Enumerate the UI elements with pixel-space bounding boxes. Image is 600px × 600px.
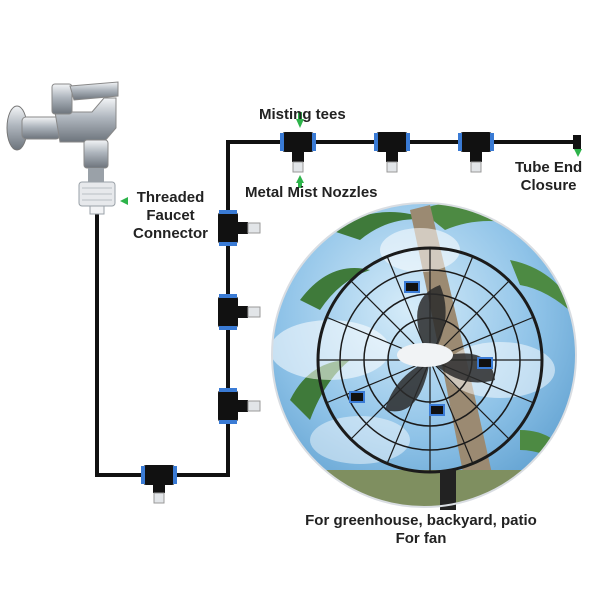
threaded-connector-icon xyxy=(78,181,116,215)
caption-line2: For fan xyxy=(395,530,447,547)
arrow-threaded-connector xyxy=(120,197,128,205)
label-tube-end-line1: Tube End xyxy=(515,159,583,176)
faucet-icon xyxy=(6,81,119,182)
label-threaded-connector-line1: Threaded xyxy=(136,189,205,206)
arrow-metal-mist-nozzles-stem xyxy=(298,182,302,188)
tube-end-closure-icon xyxy=(573,135,581,149)
caption: For greenhouse, backyard, patio For fan xyxy=(296,512,546,548)
misting-tee-top-3 xyxy=(458,132,494,173)
misting-tee-top-1 xyxy=(280,132,316,173)
label-metal-mist-nozzles: Metal Mist Nozzles xyxy=(245,184,378,201)
misting-tee-vertical-3 xyxy=(218,388,261,424)
label-threaded-connector-line2: Faucet xyxy=(146,207,195,224)
label-misting-tees: Misting tees xyxy=(259,106,346,123)
label-tube-end-line2: Closure xyxy=(520,177,577,194)
callout-arrows xyxy=(120,112,582,205)
label-tube-end-closure: Tube End Closure xyxy=(515,159,582,195)
caption-line1: For greenhouse, backyard, patio xyxy=(305,512,537,529)
label-threaded-connector-line3: Connector xyxy=(133,225,208,242)
arrow-misting-tees xyxy=(296,119,304,128)
label-threaded-connector: Threaded Faucet Connector xyxy=(133,189,208,243)
arrow-tube-end xyxy=(574,149,582,157)
misting-tee-bottom xyxy=(141,465,177,504)
tubing xyxy=(95,140,580,477)
misting-tee-vertical-1 xyxy=(218,210,261,246)
arrow-metal-mist-nozzles xyxy=(296,175,304,183)
misting-tee-vertical-2 xyxy=(218,294,261,330)
fan-photo xyxy=(271,202,577,510)
misting-tee-top-2 xyxy=(374,132,410,173)
arrow-misting-tees-stem xyxy=(298,112,302,120)
